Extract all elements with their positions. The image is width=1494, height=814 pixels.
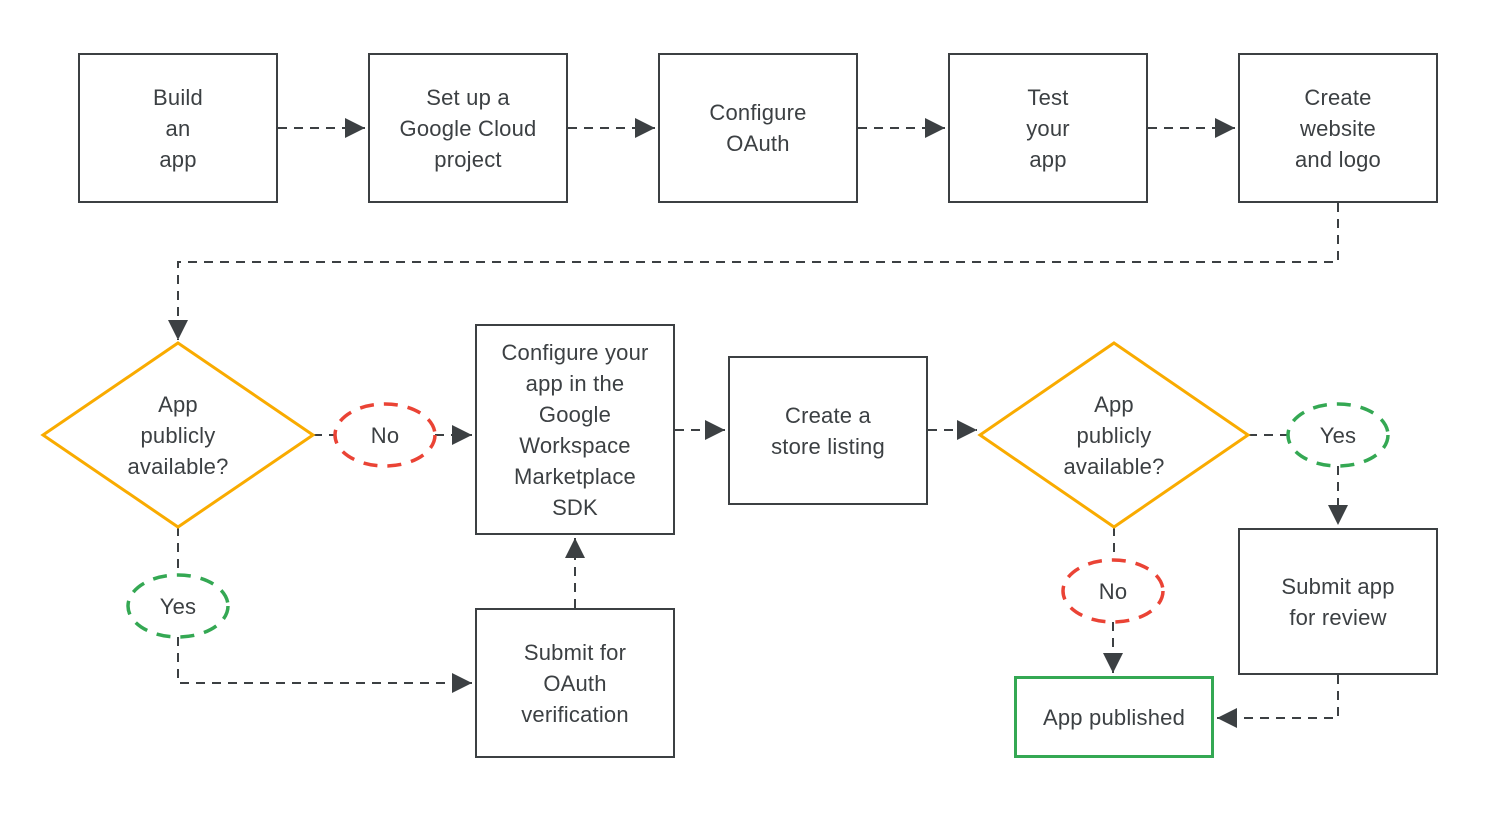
step-create-store-listing-label: Create a store listing [771,402,885,459]
yes-badge-2 [1286,402,1390,468]
step-submit-oauth-verification-label: Submit for OAuth verification [521,639,629,727]
step-submit-app-for-review-label: Submit app for review [1281,573,1395,630]
step-configure-marketplace-sdk-label: Configure your app in the Google Workspa… [501,339,649,520]
decision-diamond-public-1 [40,341,316,529]
step-test-your-app: Test your app [948,53,1148,203]
step-setup-google-cloud-project-label: Set up a Google Cloud project [399,84,537,172]
step-test-your-app-label: Test your app [1026,84,1070,172]
step-submit-oauth-verification: Submit for OAuth verification [475,608,675,758]
decision-diamond-public-2 [977,341,1251,529]
step-configure-oauth-label: Configure OAuth [709,100,807,156]
no-badge-1 [333,402,437,468]
step-setup-google-cloud-project: Set up a Google Cloud project [368,53,568,203]
connector-yes1-to-submit-oauth [177,637,472,693]
step-app-published: App published [1014,676,1214,758]
step-build-app: Build an app [78,53,278,203]
connector-submit-review-to-app-published [1217,675,1339,728]
step-submit-app-for-review: Submit app for review [1238,528,1438,675]
step-create-website-and-logo-label: Create website and logo [1294,84,1381,172]
yes-badge-1 [126,573,230,639]
step-create-store-listing: Create a store listing [728,356,928,505]
connector-website-to-decision1 [168,203,1339,340]
no-badge-2 [1061,558,1165,624]
step-create-website-and-logo: Create website and logo [1238,53,1438,203]
step-configure-oauth: Configure OAuth [658,53,858,203]
step-app-published-label: App published [1042,704,1186,730]
step-build-app-label: Build an app [153,84,203,172]
step-configure-marketplace-sdk: Configure your app in the Google Workspa… [475,324,675,535]
